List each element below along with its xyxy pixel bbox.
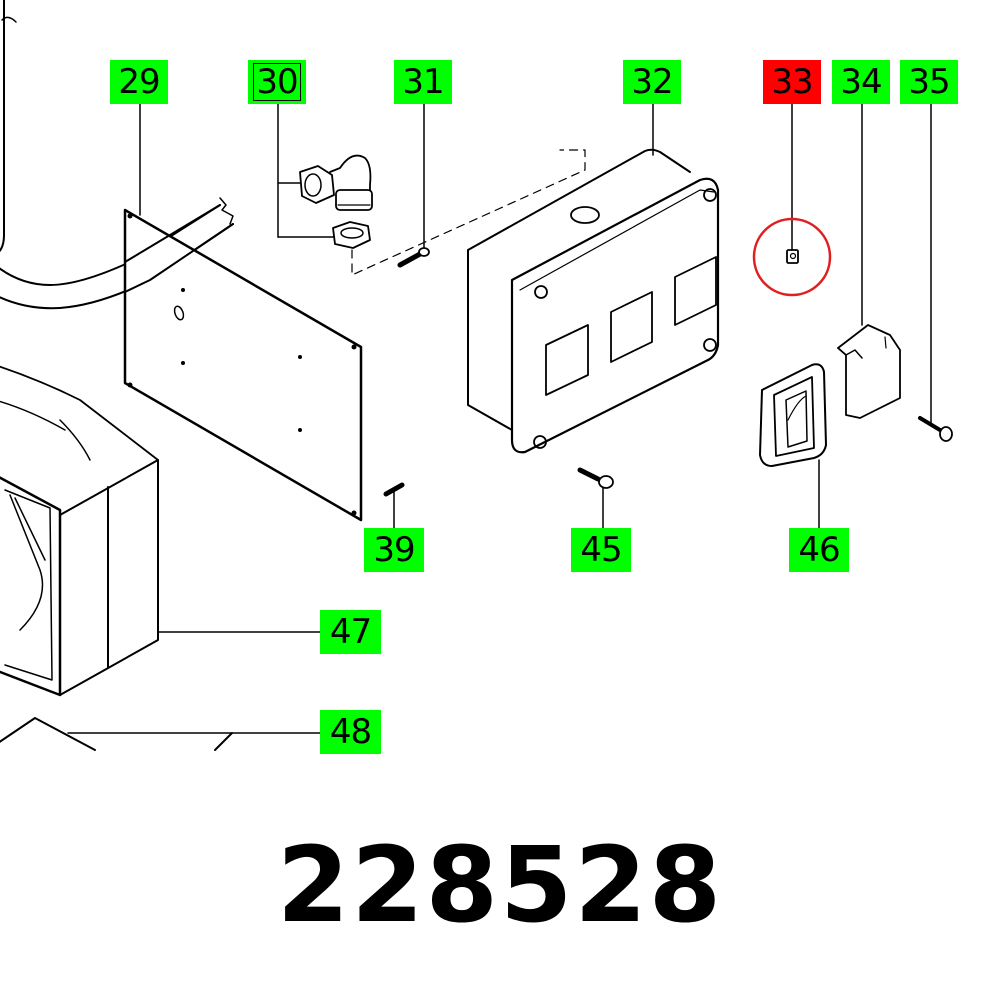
part-33-clip	[786, 99, 799, 264]
part-47-fan-housing	[0, 365, 321, 697]
callout-35[interactable]: 35	[900, 60, 958, 104]
callout-45[interactable]: 45	[571, 528, 631, 572]
part-46-switch-frame	[759, 363, 827, 531]
callout-31[interactable]: 31	[394, 60, 452, 104]
part-30-elbow-fitting	[277, 99, 586, 276]
part-45-screw	[577, 467, 614, 531]
highlight-circle	[752, 217, 832, 297]
callout-33-highlighted[interactable]: 33	[763, 60, 821, 104]
callout-29[interactable]: 29	[110, 60, 168, 104]
callout-32[interactable]: 32	[623, 60, 681, 104]
callout-34[interactable]: 34	[832, 60, 890, 104]
part-29-mounting-plate	[123, 99, 363, 522]
callout-48[interactable]: 48	[320, 710, 381, 754]
part-39-screw	[383, 482, 405, 531]
callout-39[interactable]: 39	[364, 528, 424, 572]
callout-30[interactable]: 30	[248, 60, 306, 104]
callout-47[interactable]: 47	[320, 610, 381, 654]
part-32-switch-housing	[467, 99, 720, 454]
part-31-screw	[397, 99, 430, 268]
part-number: 228528	[276, 824, 724, 946]
part-48-base-panel	[0, 717, 321, 751]
part-34-switch-module	[837, 99, 901, 419]
callout-46[interactable]: 46	[789, 528, 849, 572]
part-35-screw	[918, 99, 953, 442]
